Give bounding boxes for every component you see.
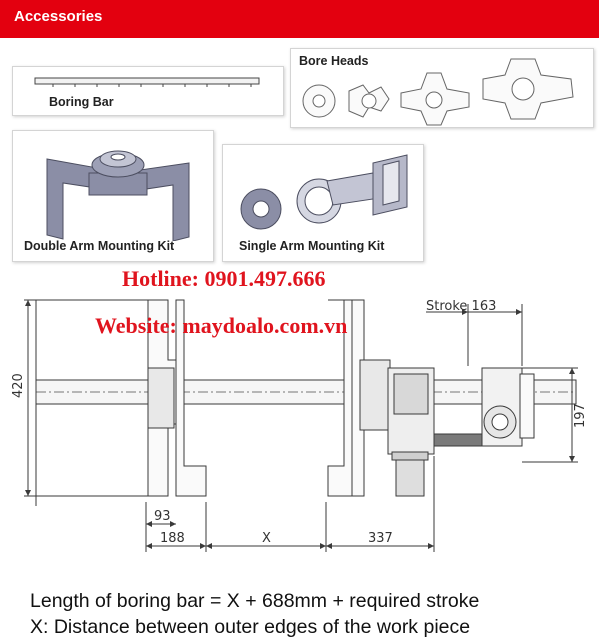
double-arm-kit-label: Double Arm Mounting Kit	[24, 239, 175, 253]
boring-bar-panel: Boring Bar	[12, 66, 284, 116]
single-arm-kit-image	[240, 154, 408, 230]
dim-workpiece: X	[262, 531, 271, 546]
dim-right-length: 337	[368, 531, 393, 546]
single-arm-kit-label: Single Arm Mounting Kit	[239, 239, 385, 253]
dim-head-height: 197	[573, 403, 588, 428]
website-text: Website: maydoalo.com.vn	[95, 313, 348, 338]
dim-stroke: Stroke 163	[426, 299, 496, 314]
bore-heads-panel: Bore Heads	[290, 48, 594, 128]
double-arm-kit-panel: Double Arm Mounting Kit	[12, 130, 214, 262]
boring-bar-label: Boring Bar	[49, 95, 114, 109]
section-header: Accessories	[0, 0, 599, 38]
section-title: Accessories	[14, 8, 103, 25]
technical-drawing: 420 197 Stroke 163 93 188 X 337	[11, 299, 588, 552]
dim-left-length: 188	[160, 531, 185, 546]
bore-heads-image	[302, 58, 574, 126]
boring-bar-image	[34, 77, 260, 87]
double-arm-kit-image	[46, 150, 190, 241]
dim-offset: 93	[154, 509, 171, 524]
note-boring-bar-length: Length of boring bar = X + 688mm + requi…	[30, 590, 480, 612]
note-x-definition: X: Distance between outer edges of the w…	[30, 616, 471, 638]
bore-heads-label: Bore Heads	[299, 54, 369, 68]
hotline-text: Hotline: 0901.497.666	[122, 266, 326, 291]
dim-height: 420	[11, 373, 26, 398]
single-arm-kit-panel: Single Arm Mounting Kit	[222, 144, 424, 262]
